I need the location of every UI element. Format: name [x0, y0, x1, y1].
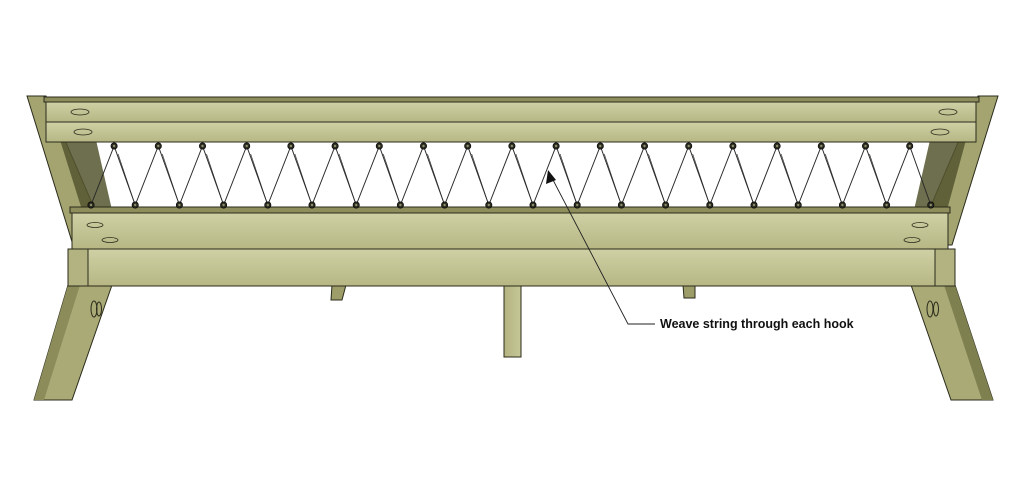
top-hook-eye	[643, 144, 646, 148]
string-cross	[338, 153, 357, 206]
bottom-hook-eye	[620, 203, 623, 207]
bottom-hook-eye	[266, 203, 269, 207]
front-legs	[33, 284, 994, 401]
top-hook-eye	[510, 144, 514, 148]
top-hook-eye	[157, 144, 160, 148]
screw-hole	[938, 108, 958, 116]
top-rail-board-1	[45, 101, 977, 123]
screw-hole	[86, 222, 104, 228]
bottom-hook-eye	[89, 203, 93, 207]
top-hook-eye	[289, 144, 293, 148]
screw-hole	[73, 128, 93, 136]
lower-rail-top	[69, 206, 951, 214]
top-hook-eye	[599, 144, 602, 148]
string-cross	[692, 153, 711, 206]
string-cross	[515, 153, 534, 206]
screw-hole	[911, 222, 929, 228]
center-leg	[503, 284, 522, 358]
string-cross	[604, 153, 622, 206]
left-post-shadow	[60, 140, 112, 210]
bottom-hook-eye	[310, 203, 314, 207]
string-cross	[869, 153, 887, 206]
bottom-hook-eye	[929, 203, 932, 207]
bottom-hook-eye	[752, 203, 756, 207]
back-legs	[330, 284, 696, 358]
callout-leader-line	[551, 177, 655, 325]
bottom-hook-eye	[443, 203, 446, 207]
string-cross	[559, 153, 578, 206]
callout-arrowhead	[546, 170, 556, 184]
top-hook-eye	[378, 144, 381, 148]
back-leg-right	[682, 284, 696, 299]
screw-hole	[101, 237, 119, 243]
string-cross	[648, 153, 666, 206]
string-cross	[250, 153, 269, 206]
callout: Weave string through each hook	[546, 170, 854, 331]
left-leg-dowel	[96, 301, 102, 317]
top-hook-eye	[112, 144, 116, 148]
bottom-hook-eye	[576, 203, 579, 207]
lower-rail	[67, 206, 956, 287]
string-cross	[294, 153, 313, 206]
string-cross	[117, 153, 136, 206]
bottom-hook-eye	[664, 203, 667, 207]
top-hook-eye	[864, 144, 867, 148]
top-hook-eye	[554, 144, 558, 148]
top-hook-eye	[731, 144, 735, 148]
bottom-hook-eye	[885, 203, 888, 207]
lower-rail-end-right	[934, 248, 956, 287]
lower-rail-board-2	[71, 248, 949, 287]
top-hook-eye	[333, 144, 337, 148]
bottom-hook-eye	[841, 203, 844, 207]
top-rail-top	[43, 96, 980, 103]
top-hook-eye	[820, 144, 823, 148]
screw-hole	[70, 108, 90, 116]
string-cross	[780, 153, 799, 206]
screw-hole	[930, 128, 950, 136]
left-lower-leg-face	[34, 285, 80, 400]
top-hook-eye	[775, 144, 779, 148]
bottom-hook-eye	[531, 203, 535, 207]
right-lower-leg-face	[944, 285, 993, 400]
right-post-shadow	[914, 140, 966, 210]
top-hook-eye	[466, 144, 469, 148]
bottom-hook-eye	[222, 203, 225, 207]
string-cross	[471, 153, 490, 206]
top-rail-board-2	[45, 121, 977, 143]
bottom-hook-eye	[708, 203, 711, 207]
callout-label: Weave string through each hook	[660, 317, 854, 331]
bottom-hook-eye	[355, 203, 358, 207]
bottom-hook-eye	[399, 203, 402, 207]
screw-hole	[903, 237, 921, 243]
lower-rail-board-1	[71, 212, 949, 250]
top-rail	[43, 96, 980, 143]
top-hook-eye	[245, 144, 248, 148]
top-hook-eye	[687, 144, 690, 148]
string-cross	[206, 153, 224, 206]
back-leg-left	[330, 284, 347, 301]
lower-rail-end-left	[67, 248, 89, 287]
string-cross	[427, 153, 445, 206]
string-zigzag	[90, 144, 932, 207]
bottom-hook-eye	[797, 203, 800, 207]
string-cross	[736, 153, 755, 206]
bottom-hook-eye	[178, 203, 181, 207]
bottom-hook-eye	[134, 203, 137, 207]
top-hook-eye	[908, 144, 911, 148]
string-cross	[162, 153, 180, 206]
string-cross	[825, 153, 843, 206]
top-hook-eye	[201, 144, 204, 148]
woven-string	[90, 144, 932, 207]
right-leg-dowel	[933, 301, 939, 317]
hook-set	[87, 142, 935, 209]
bottom-hook-eye	[487, 203, 490, 207]
top-hook-eye	[422, 144, 425, 148]
string-cross	[383, 153, 401, 206]
